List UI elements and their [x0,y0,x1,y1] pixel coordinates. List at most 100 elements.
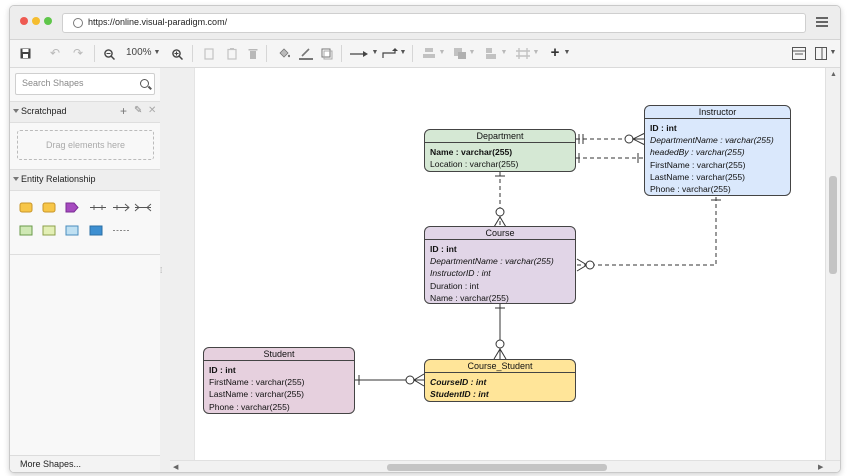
add-icon[interactable]: + [120,104,128,118]
line-color-icon[interactable] [299,47,313,60]
minimize-window-dot[interactable] [32,17,40,25]
vertical-scroll-thumb[interactable] [829,176,837,274]
entity-attribute[interactable]: FirstName : varchar(255) [209,377,305,388]
grid-table-shape-icon[interactable] [42,225,56,236]
table-shape-icon[interactable] [19,225,33,236]
note-shape-icon[interactable] [89,225,103,236]
scroll-right-icon[interactable]: ▶ [818,464,824,471]
sidebar-toggle-icon[interactable] [815,47,829,60]
relationship-shape-icon[interactable] [65,202,79,213]
vertical-scrollbar[interactable]: ▲ [825,68,840,460]
entity-attribute[interactable]: LastName : varchar(255) [650,171,746,182]
student-coursestudent-connector[interactable] [355,373,425,387]
search-icon[interactable] [140,79,149,88]
connector-style-icon[interactable] [350,49,370,59]
view-dropdown-icon[interactable]: ▼ [829,49,837,56]
redo-icon[interactable]: ↷ [72,46,84,60]
weak-entity-shape-icon[interactable] [42,202,56,213]
course-instructor-connector[interactable] [576,196,721,272]
course-coursestudent-connector[interactable] [493,304,507,360]
scroll-left-icon[interactable]: ◀ [173,464,179,471]
entity-attribute[interactable]: DepartmentName : varchar(255) [430,256,554,267]
arrange-icon[interactable] [453,47,467,60]
close-icon[interactable]: ✕ [148,105,157,116]
entity-attribute[interactable]: headedBy : varchar(255) [650,147,745,158]
one-to-many-connector-icon[interactable] [113,203,130,212]
zoom-level[interactable]: 100% [126,47,152,58]
entity-attribute[interactable]: Phone : varchar(255) [650,184,731,195]
er-shape-palette [19,202,152,236]
scratchpad-drop-zone[interactable]: Drag elements here [17,130,154,160]
entity-attribute[interactable]: Location : varchar(255) [430,159,519,170]
department-entity[interactable]: Department Name : varchar(255)Location :… [424,129,576,172]
connector-style-dropdown-icon[interactable]: ▼ [371,49,379,56]
many-to-many-connector-icon[interactable] [134,203,152,212]
entity-attribute[interactable]: CourseID : int [430,377,487,387]
entity-attribute[interactable]: LastName : varchar(255) [209,389,305,400]
entity-attribute[interactable]: Name : varchar(255) [430,292,509,303]
department-instructor-connector-1[interactable] [576,133,645,145]
save-icon[interactable] [20,48,31,59]
zoom-in-icon[interactable] [172,49,183,60]
sidebar-resizer: ⁞ [160,68,194,472]
entity-relationship-section[interactable]: Entity Relationship [10,169,160,191]
add-dropdown-icon[interactable]: ▼ [563,49,571,56]
size-icon[interactable] [515,47,531,60]
search-shapes-input[interactable]: Search Shapes [15,73,155,95]
distribute-dropdown-icon[interactable]: ▼ [500,49,508,56]
course-student-entity-title: Course_Student [425,360,575,373]
size-dropdown-icon[interactable]: ▼ [532,49,540,56]
delete-icon[interactable] [248,48,258,60]
browser-menu-icon[interactable] [816,17,828,29]
horizontal-scrollbar[interactable]: ◀ ▶ [170,460,840,472]
entity-attribute[interactable]: Name : varchar(255) [430,147,513,157]
entity-attribute[interactable]: ID : int [650,123,677,133]
align-icon[interactable] [422,47,436,60]
edit-icon[interactable]: ✎ [134,105,143,116]
waypoint-dropdown-icon[interactable]: ▼ [399,49,407,56]
browser-titlebar: https://online.visual-paradigm.com/ [10,6,840,40]
resize-grip-icon[interactable]: ⁞ [160,266,163,275]
shadow-icon[interactable] [321,48,333,60]
zoom-dropdown-icon[interactable]: ▼ [153,49,161,56]
maximize-window-dot[interactable] [44,17,52,25]
entity-attribute[interactable]: Phone : varchar(255) [209,401,290,412]
waypoint-style-icon[interactable] [382,48,400,60]
entity-attribute[interactable]: ID : int [209,365,236,375]
entity-shape-icon[interactable] [19,202,33,213]
entity-attribute[interactable]: StudentID : int [430,389,489,400]
address-bar[interactable]: https://online.visual-paradigm.com/ [62,13,806,33]
copy-icon[interactable] [204,48,214,60]
list-shape-icon[interactable] [65,225,79,236]
zoom-out-icon[interactable] [104,49,115,60]
format-panel-icon[interactable] [792,47,806,60]
undo-icon[interactable]: ↶ [49,46,61,60]
align-dropdown-icon[interactable]: ▼ [438,49,446,56]
entity-attribute[interactable]: InstructorID : int [430,268,491,279]
fill-color-icon[interactable] [278,47,290,60]
distribute-icon[interactable] [485,47,499,60]
horizontal-scroll-thumb[interactable] [387,464,607,471]
department-course-connector[interactable] [493,172,507,228]
more-shapes-button[interactable]: More Shapes... [10,455,160,472]
entity-attribute[interactable]: DepartmentName : varchar(255) [650,135,774,146]
scratchpad-section[interactable]: Scratchpad + ✎ ✕ [10,101,160,123]
entity-attribute[interactable]: ID : int [430,244,457,254]
one-to-one-connector-icon[interactable] [90,205,106,210]
add-icon[interactable]: + [550,44,560,61]
close-window-dot[interactable] [20,17,28,25]
entity-attribute[interactable]: Duration : int [430,280,479,291]
arrange-dropdown-icon[interactable]: ▼ [468,49,476,56]
scroll-up-icon[interactable]: ▲ [830,71,837,78]
entity-attribute[interactable]: FirstName : varchar(255) [650,159,746,170]
site-info-icon [73,18,83,28]
editor-toolbar: ↶ ↷ 100% ▼ ▼ ▼ ▼ ▼ ▼ ▼ + ▼ ▼ [10,40,840,68]
paste-icon[interactable] [227,48,237,60]
department-instructor-connector-2[interactable] [576,153,644,163]
